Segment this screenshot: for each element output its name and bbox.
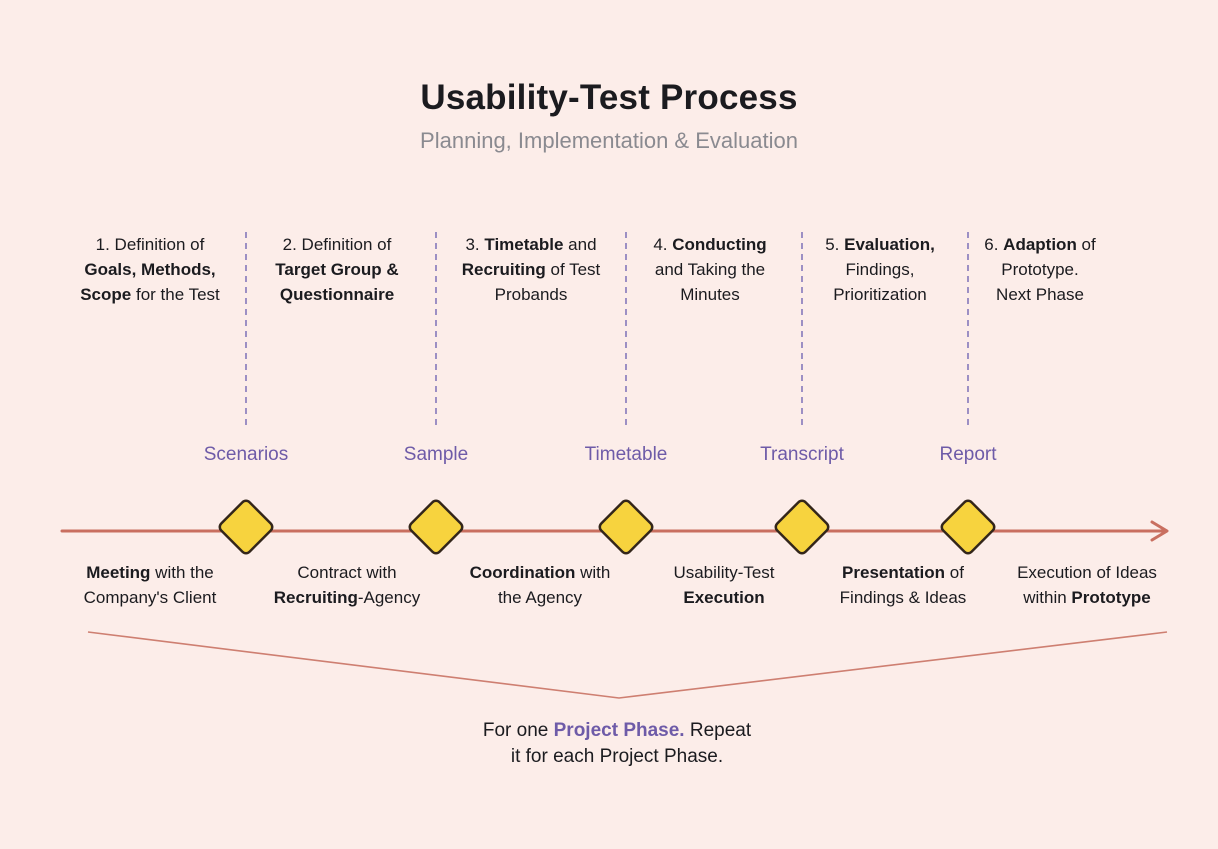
phase-2-description: 2. Definition of Target Group & Questionna… bbox=[227, 232, 447, 307]
text-line: it for each Project Phase. bbox=[510, 746, 724, 767]
activity-6-description: Execution of Ideas within Prototype bbox=[977, 560, 1197, 610]
footnote: For one Project Phase. Repeat it for each… bbox=[367, 718, 867, 770]
text-line: and Taking the bbox=[654, 260, 766, 279]
milestone-diamond-icon-3 bbox=[598, 499, 654, 555]
milestone-label-sample: Sample bbox=[403, 444, 469, 465]
text-line: Recruiting of Test bbox=[461, 260, 601, 279]
text-line: Coordination with bbox=[469, 563, 611, 582]
milestone-label-report: Report bbox=[939, 444, 997, 465]
milestone-label-scenarios: Scenarios bbox=[203, 444, 289, 465]
activity-5-description: Presentation of Findings & Ideas bbox=[793, 560, 1013, 610]
milestone-diamond-icon-5 bbox=[940, 499, 996, 555]
text-line: 1. Definition of bbox=[95, 235, 205, 254]
project-phase-bracket-line bbox=[87, 631, 1168, 699]
milestone-label-timetable: Timetable bbox=[584, 444, 668, 465]
text-line: Contract with bbox=[297, 563, 397, 582]
text-line: Prototype. bbox=[1001, 260, 1079, 279]
text-line: 6. Adaption of bbox=[984, 235, 1096, 254]
text-line: Target Group & bbox=[275, 260, 399, 279]
activity-3-description: Coordination with the Agency bbox=[430, 560, 650, 610]
text-line: For one Project Phase. Repeat bbox=[482, 720, 752, 741]
phase-1-description: 1. Definition of Goals, Methods, Scope for… bbox=[40, 232, 260, 307]
page-title: Usability-Test Process bbox=[420, 78, 798, 117]
text-line: Execution of Ideas bbox=[1017, 563, 1157, 582]
text-line: the Agency bbox=[497, 588, 583, 607]
text-line: Next Phase bbox=[996, 285, 1084, 304]
text-line: Scope for the Test bbox=[80, 285, 220, 304]
text-line: Goals, Methods, bbox=[84, 260, 216, 279]
milestone-diamond-icon-2 bbox=[408, 499, 464, 555]
text-line: Meeting with the bbox=[86, 563, 214, 582]
text-line: Findings & Ideas bbox=[839, 588, 967, 607]
text-line: Recruiting-Agency bbox=[273, 588, 421, 607]
milestone-diamond-icon-1 bbox=[218, 499, 274, 555]
text-line: Company's Client bbox=[83, 588, 217, 607]
text-line: 2. Definition of bbox=[282, 235, 392, 254]
text-line: 3. Timetable and bbox=[465, 235, 597, 254]
timeline-arrow-icon bbox=[1150, 520, 1169, 542]
text-line: within Prototype bbox=[1023, 588, 1151, 607]
text-line: Questionnaire bbox=[279, 285, 395, 304]
text-line: Presentation of bbox=[842, 563, 964, 582]
text-line: Execution bbox=[683, 588, 765, 607]
text-line: Findings, bbox=[845, 260, 915, 279]
text-line: Usability-Test bbox=[673, 563, 775, 582]
milestone-label-transcript: Transcript bbox=[760, 444, 844, 465]
milestone-diamond-icon-4 bbox=[774, 499, 830, 555]
page-subtitle: Planning, Implementation & Evaluation bbox=[420, 128, 798, 153]
text-line: Prioritization bbox=[833, 285, 927, 304]
phase-6-description: 6. Adaption of Prototype. Next Phase bbox=[930, 232, 1150, 307]
text-line: Probands bbox=[494, 285, 568, 304]
text-line: 5. Evaluation, bbox=[825, 235, 935, 254]
text-line: Minutes bbox=[680, 285, 740, 304]
text-line: 4. Conducting bbox=[653, 235, 767, 254]
phase-5-description: 5. Evaluation, Findings, Prioritization bbox=[770, 232, 990, 307]
